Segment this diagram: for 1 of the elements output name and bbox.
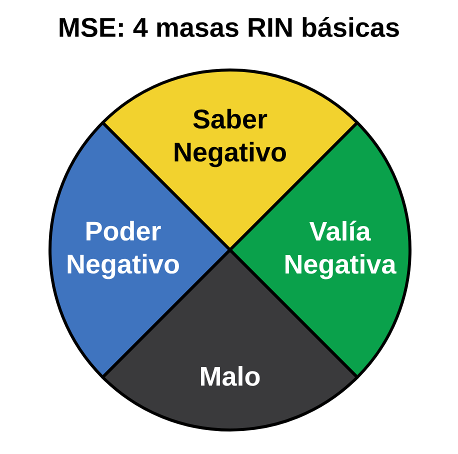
title: MSE: 4 masas RIN básicas — [60, 16, 399, 38]
